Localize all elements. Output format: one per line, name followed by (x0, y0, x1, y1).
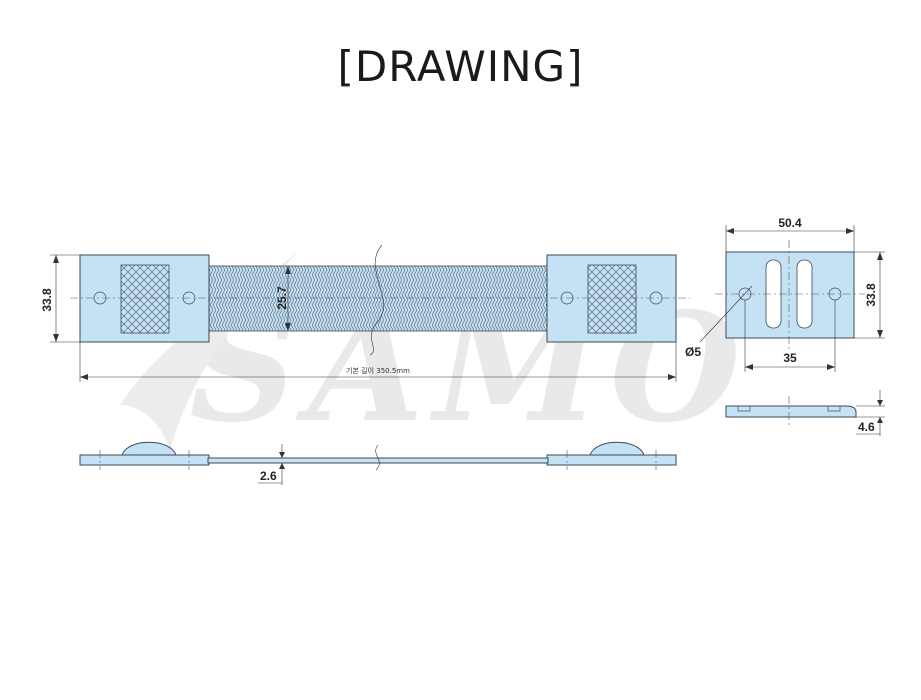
top-view: 33.8 25.7 기본 길이 350.5mm (40, 244, 690, 382)
end-view: 50.4 33.8 35 Ø5 4.6 (685, 216, 885, 436)
left-crimp-area (120, 264, 170, 334)
base-length-note: 기본 길이 350.5mm (346, 366, 410, 375)
hole-diameter-dim: Ø5 (685, 345, 701, 359)
side-view: 2.6 (79, 441, 677, 485)
end-height-dim: 33.8 (40, 288, 54, 312)
drawing-title: [DRAWING] (337, 42, 584, 91)
break-mark (369, 244, 384, 356)
end-thickness-dim: 4.6 (858, 420, 875, 434)
end-plate-front (725, 251, 855, 339)
left-end-side (79, 454, 210, 466)
braid-thickness-dim: 2.6 (260, 469, 277, 483)
right-end-side (546, 454, 677, 466)
right-crimp-area (587, 264, 637, 334)
end-width-dim: 50.4 (778, 216, 802, 230)
hole-pitch-dim: 35 (783, 351, 797, 365)
end-height-right-dim: 33.8 (864, 283, 878, 307)
braid-width-dim: 25.7 (275, 286, 289, 310)
watermark-swoosh (120, 250, 300, 450)
end-plate-bottom (725, 405, 857, 418)
